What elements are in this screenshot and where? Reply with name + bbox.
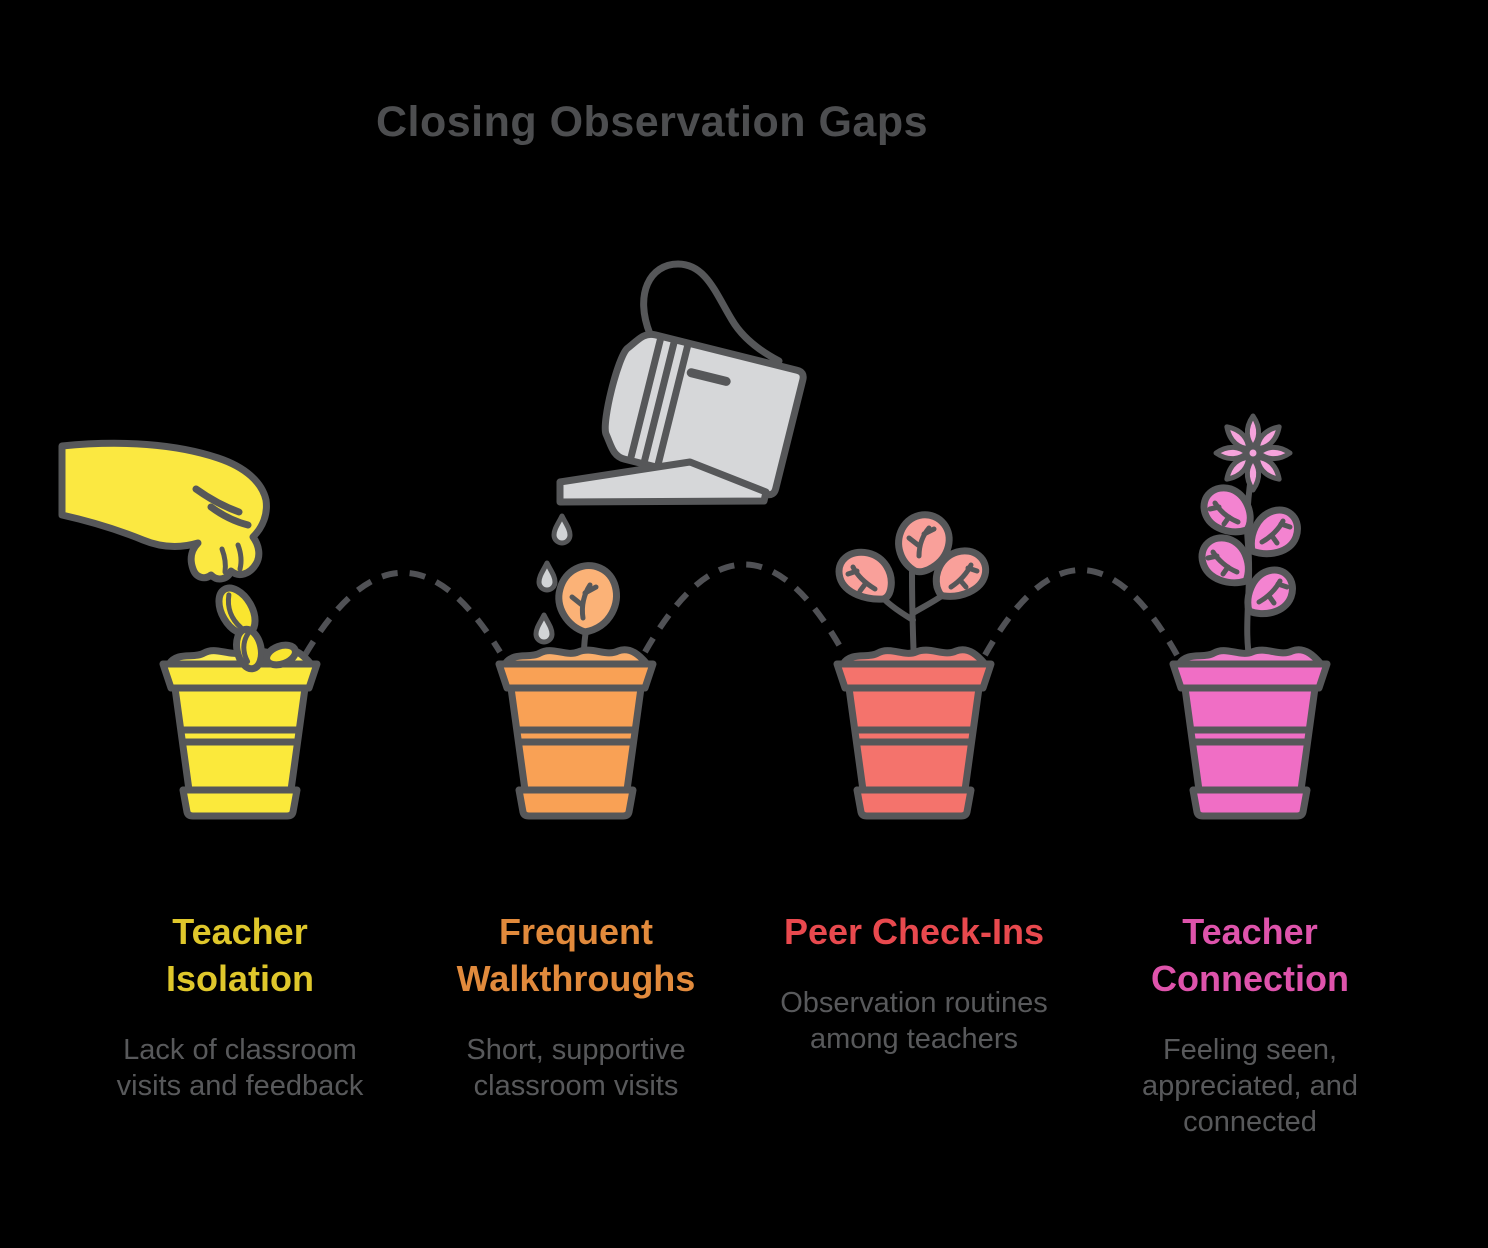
leaf-vein (1275, 581, 1290, 590)
leaf-vein (1210, 549, 1240, 575)
step-label-teacher-connection: Teacher Connection Feeling seen, appreci… (1080, 908, 1420, 1140)
arc-1 (302, 569, 503, 657)
flower-icon (1213, 413, 1293, 493)
leaf-vein (845, 568, 860, 577)
pot-teacher-isolation-icon (159, 646, 321, 820)
leaf-vein (1269, 533, 1280, 546)
growth-arcs (302, 561, 1180, 657)
can-stripe (627, 336, 664, 461)
soil (839, 646, 989, 668)
leaf-vein (1205, 553, 1220, 561)
can-spout (556, 458, 770, 506)
leaf-vein (1220, 564, 1231, 577)
leaf-vein (906, 535, 921, 548)
watering-can-icon (533, 260, 807, 645)
seedling-plant-icon (835, 511, 990, 665)
step-label-frequent-walkthroughs: Frequent Walkthroughs Short, supportive … (406, 908, 746, 1104)
can-mark (686, 368, 731, 386)
soil (501, 646, 651, 668)
arc-2 (642, 561, 845, 654)
finger-crease (207, 503, 252, 529)
step-title: Teacher Isolation (165, 911, 314, 999)
step-title: Frequent Walkthroughs (456, 911, 696, 999)
step-label-teacher-isolation: Teacher Isolation Lack of classroom visi… (70, 908, 410, 1104)
step-description: Short, supportive classroom visits (466, 1034, 686, 1102)
water-drop-icon (533, 612, 555, 645)
pot-base (1189, 786, 1311, 820)
pot-base (179, 786, 301, 820)
pot-peer-check-ins-icon (833, 646, 995, 820)
pot-base (515, 786, 637, 820)
leaf-vein (1207, 504, 1222, 512)
can-handle (640, 260, 783, 365)
step-label-peer-check-ins: Peer Check-Ins Observation routines amon… (744, 908, 1084, 1057)
flower-center (1244, 444, 1262, 462)
step-title: Peer Check-Ins (783, 911, 1045, 952)
leaf (835, 548, 895, 603)
hand-outline (58, 439, 270, 583)
leaf-vein (850, 564, 878, 592)
sprout-leaf (555, 562, 620, 636)
leaf-vein (957, 577, 969, 590)
leaf-vein (921, 526, 937, 537)
pot-rim (1169, 660, 1331, 692)
step-title: Teacher Connection (1151, 911, 1349, 999)
leaf-vein (857, 580, 869, 594)
water-drops (533, 513, 573, 645)
leaf-vein (965, 565, 980, 574)
step-description: Lack of classroom visits and feedback (116, 1034, 364, 1102)
arc-3 (982, 567, 1180, 657)
leaf-vein (1278, 521, 1293, 530)
step-description: Observation routines among teachers (780, 987, 1048, 1055)
seeds-on-soil-icon (233, 625, 299, 673)
water-drop-icon (536, 560, 558, 593)
can-stripe (654, 341, 692, 469)
flowering-plant-icon (1198, 413, 1301, 665)
pot-teacher-connection-icon (1169, 646, 1331, 820)
finger-crease (192, 485, 243, 516)
page-title: Closing Observation Gaps (376, 98, 928, 146)
leaf-vein (1221, 514, 1232, 527)
hand-dropping-seed-icon (58, 439, 270, 583)
soil (1175, 646, 1325, 668)
pot-rim (495, 660, 657, 692)
leaf-vein (569, 594, 585, 608)
branch (910, 592, 946, 616)
leaf (932, 547, 990, 600)
leaf-vein (1212, 500, 1241, 525)
leaf-vein (1266, 593, 1277, 606)
leaf-vein (582, 584, 599, 596)
water-drop-icon (551, 513, 573, 546)
pot-rim (159, 660, 321, 692)
branch (881, 596, 916, 623)
can-stripe (640, 339, 678, 465)
leaf (895, 511, 953, 576)
pot-base (853, 786, 975, 820)
pot-rim (833, 660, 995, 692)
finger-separator (219, 546, 228, 575)
finger-separator (235, 542, 244, 572)
sprout-icon (555, 562, 620, 663)
pot-frequent-walkthroughs-icon (495, 646, 657, 820)
step-description: Feeling seen, appreciated, and connected (1141, 1034, 1359, 1138)
leaf-vein (579, 582, 593, 621)
